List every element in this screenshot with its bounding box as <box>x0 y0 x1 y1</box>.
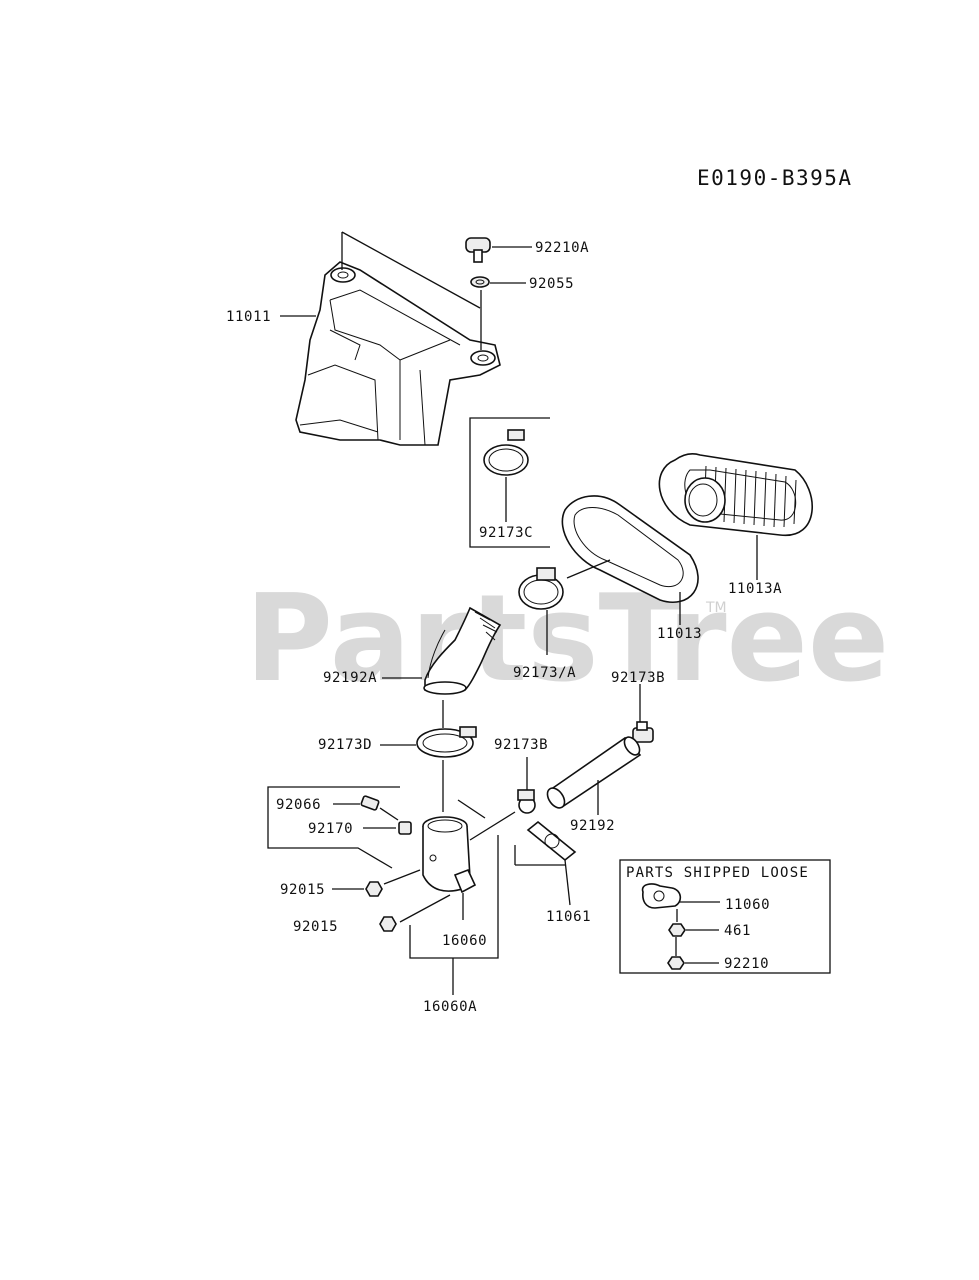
label-16060: 16060 <box>442 933 487 949</box>
nut-92015-b[interactable] <box>379 916 397 932</box>
label-92066: 92066 <box>276 797 321 813</box>
loose-item-92210: 92210 <box>724 956 769 972</box>
label-92192: 92192 <box>570 818 615 834</box>
label-92055: 92055 <box>529 276 574 292</box>
watermark: PartsTree <box>245 570 889 709</box>
label-92173D: 92173D <box>318 737 372 753</box>
nut-92015-a[interactable] <box>365 881 383 897</box>
nut-92210[interactable] <box>667 956 685 970</box>
clamp-92173D[interactable] <box>416 726 477 758</box>
label-11061: 11061 <box>546 909 591 925</box>
loose-item-11060: 11060 <box>725 897 770 913</box>
clamp-92173-A[interactable] <box>518 567 564 610</box>
washer-92055[interactable] <box>470 276 490 288</box>
label-92192A: 92192A <box>323 670 377 686</box>
label-11013A: 11013A <box>728 581 782 597</box>
elbow-hose-92192A[interactable] <box>423 606 502 695</box>
label-11011: 11011 <box>226 309 271 325</box>
clamp-92173B-top[interactable] <box>632 721 654 743</box>
clamp-92173B-mid[interactable] <box>517 789 536 814</box>
label-92015-a: 92015 <box>280 882 325 898</box>
clamp-92173C[interactable] <box>483 429 529 476</box>
hose-92192[interactable] <box>544 734 643 811</box>
label-92173B-top: 92173B <box>611 670 665 686</box>
label-92210A: 92210A <box>535 240 589 256</box>
gasket-11061[interactable] <box>526 820 577 862</box>
stud-92066[interactable] <box>360 795 380 811</box>
label-92173-A: 92173/A <box>513 665 576 681</box>
nut-92170[interactable] <box>398 821 412 835</box>
label-92173C: 92173C <box>479 525 533 541</box>
loose-box-title: PARTS SHIPPED LOOSE <box>626 865 809 881</box>
label-92015-b: 92015 <box>293 919 338 935</box>
washer-461[interactable] <box>668 923 686 937</box>
pre-cleaner-11013[interactable] <box>561 495 699 603</box>
label-92173B-mid: 92173B <box>494 737 548 753</box>
wing-nut-92210A[interactable] <box>465 237 491 263</box>
diagram-code: E0190-B395A <box>697 166 853 190</box>
watermark-trademark: TM <box>705 600 727 616</box>
air-filter-11013A[interactable] <box>658 453 813 536</box>
gasket-11060[interactable] <box>641 883 682 909</box>
parts-shipped-loose-box: PARTS SHIPPED LOOSE 11060 461 92210 <box>619 859 831 974</box>
air-cleaner-cover-11011[interactable] <box>295 261 501 446</box>
label-11013: 11013 <box>657 626 702 642</box>
label-92170: 92170 <box>308 821 353 837</box>
label-16060A: 16060A <box>423 999 477 1015</box>
intake-pipe-16060[interactable] <box>422 816 477 894</box>
loose-item-461: 461 <box>724 923 751 939</box>
